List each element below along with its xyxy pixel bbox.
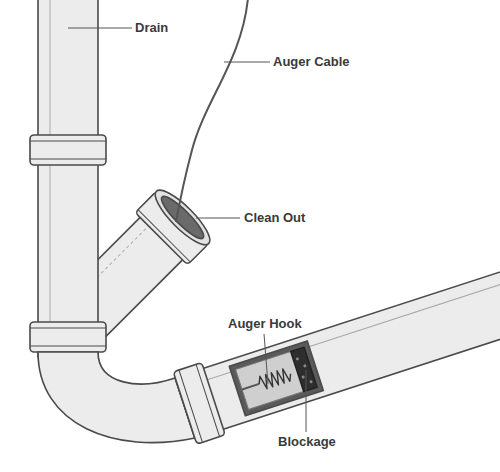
pipe-elbow bbox=[38, 352, 195, 443]
part-label: Clean Out bbox=[244, 210, 305, 226]
auger-hook-coil bbox=[257, 367, 293, 391]
part-label: Drain bbox=[135, 20, 168, 36]
pipe-coupling bbox=[30, 322, 106, 352]
part-label: Blockage bbox=[278, 434, 336, 450]
pipe-coupling bbox=[30, 135, 106, 165]
part-label: Auger Cable bbox=[273, 54, 350, 70]
horizontal-pipe bbox=[173, 254, 500, 444]
leader-lines bbox=[68, 28, 306, 432]
drain-pipe bbox=[38, 0, 98, 357]
auger-cable-line bbox=[176, 0, 248, 222]
part-label: Auger Hook bbox=[228, 316, 302, 332]
blockage-mass bbox=[291, 347, 317, 391]
